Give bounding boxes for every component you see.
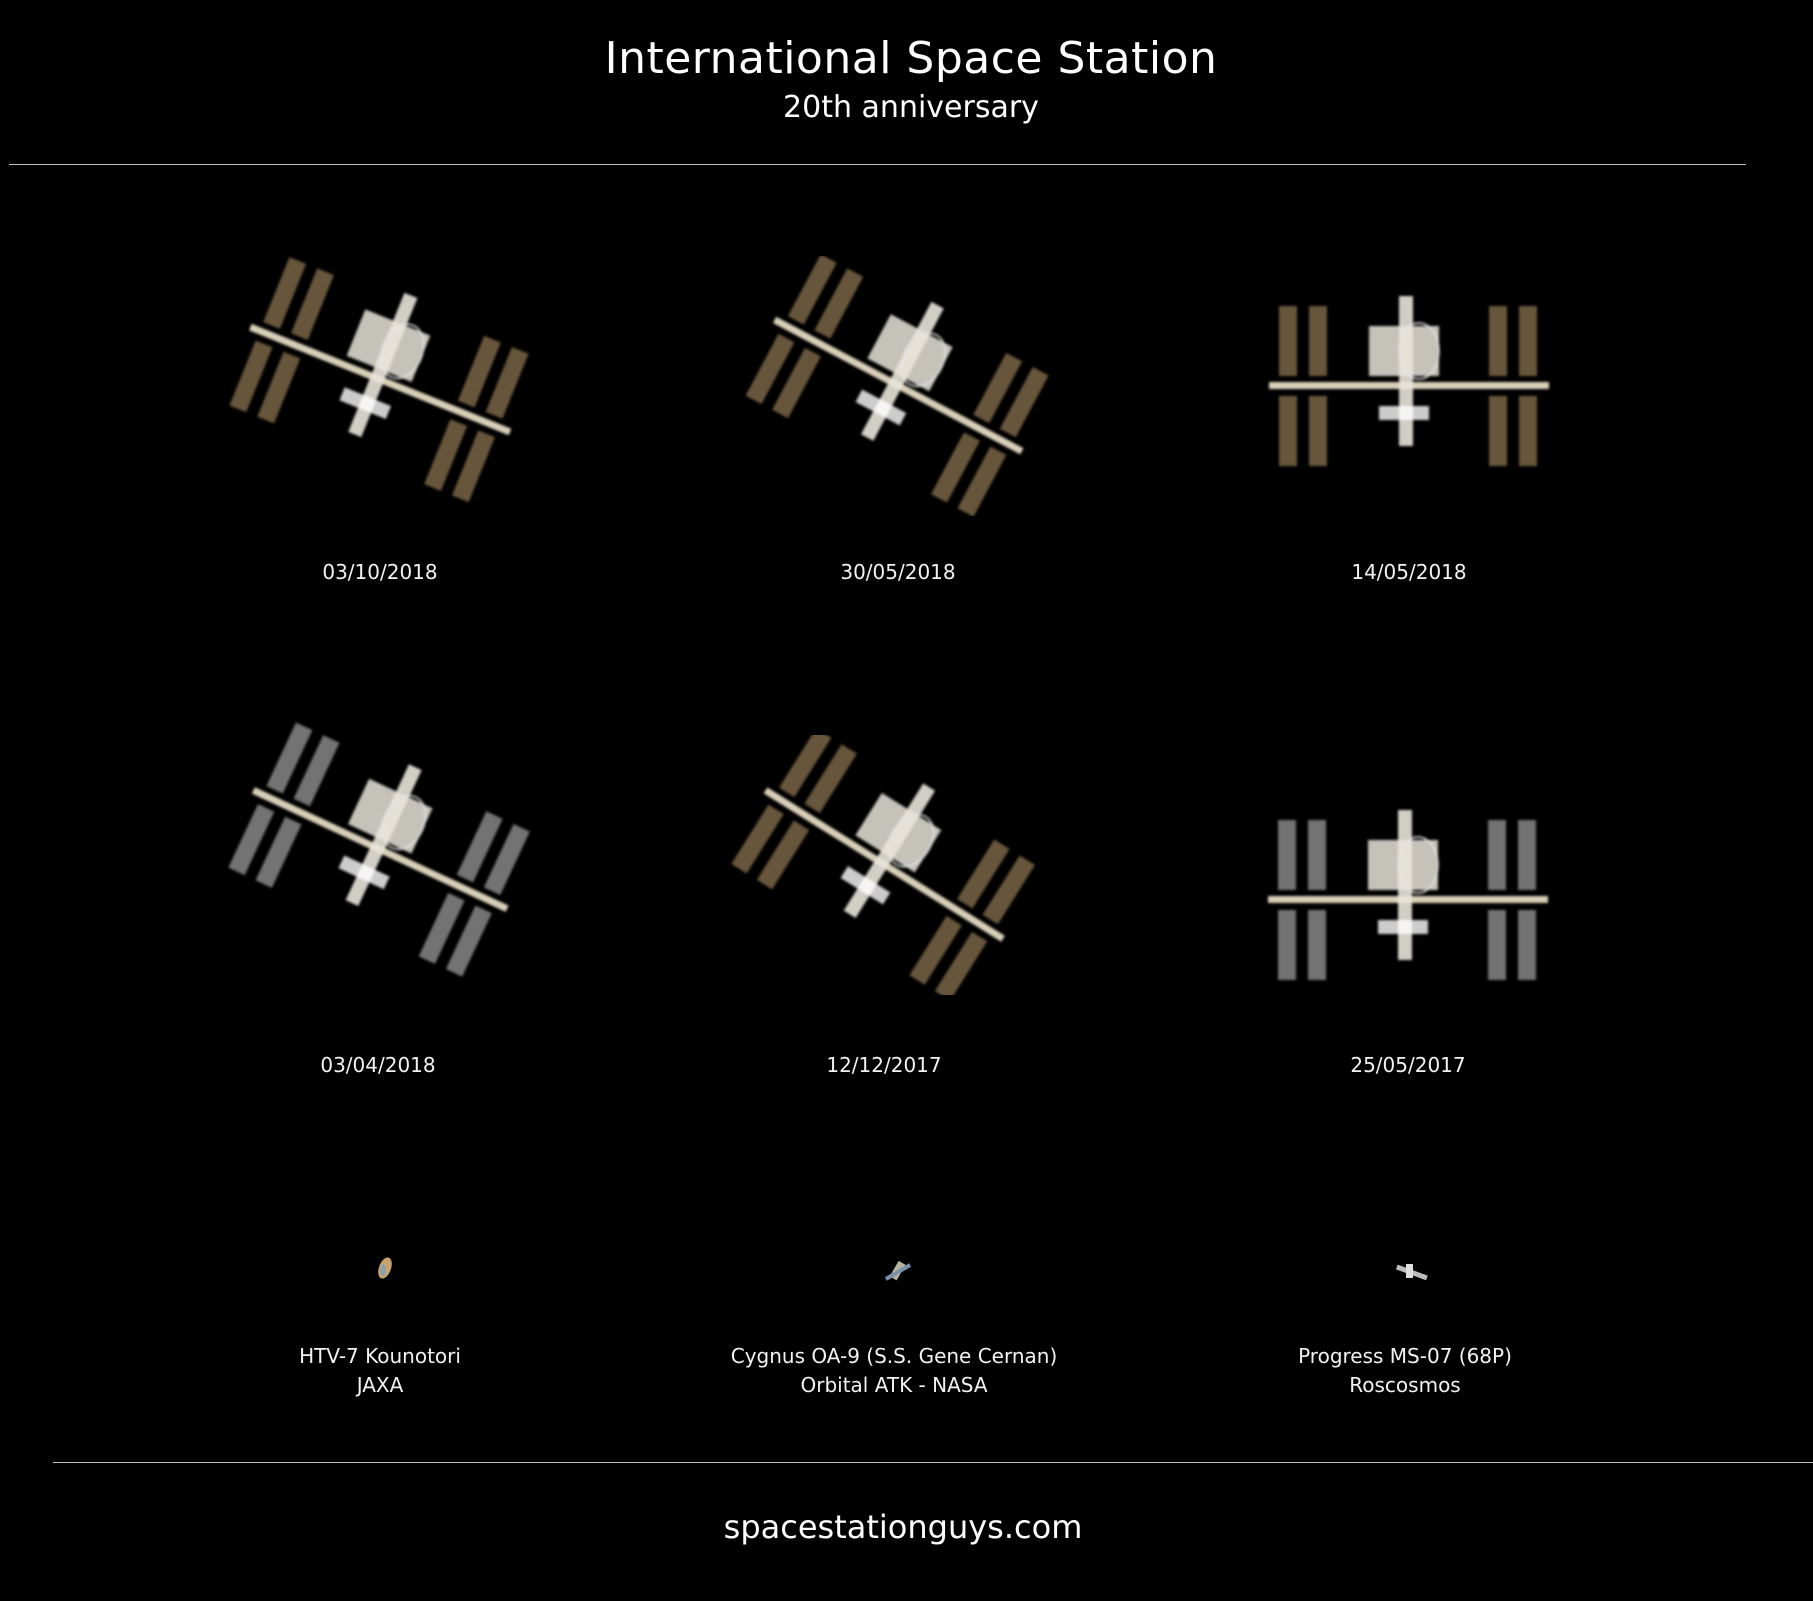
highlight-ellipse bbox=[900, 332, 947, 387]
spacecraft-agency-2: Orbital ATK - NASA bbox=[800, 1373, 988, 1397]
progress-photo bbox=[1395, 1264, 1428, 1281]
iss-photo-6 bbox=[1268, 810, 1548, 980]
iss-silhouette bbox=[745, 256, 1049, 516]
spacecraft-name-1: HTV-7 Kounotori bbox=[299, 1344, 461, 1368]
page-subtitle: 20th anniversary bbox=[783, 90, 1039, 125]
top-divider bbox=[9, 164, 1746, 165]
highlight-ellipse bbox=[887, 813, 935, 868]
photo-date-1: 03/10/2018 bbox=[322, 560, 438, 584]
bottom-divider bbox=[53, 1462, 1813, 1463]
page-title: International Space Station bbox=[604, 33, 1218, 84]
iss-photo-4 bbox=[228, 722, 530, 977]
photo-date-6: 25/05/2017 bbox=[1350, 1053, 1466, 1077]
highlight-ellipse bbox=[1397, 836, 1439, 894]
footer-website[interactable]: spacestationguys.com bbox=[723, 1508, 1083, 1546]
htv7-photo bbox=[378, 1257, 392, 1279]
highlight-ellipse bbox=[381, 795, 427, 851]
photo-date-5: 12/12/2017 bbox=[826, 1053, 942, 1077]
highlight-ellipse bbox=[380, 323, 425, 380]
iss-photo-3 bbox=[1269, 296, 1549, 466]
photo-date-4: 03/04/2018 bbox=[320, 1053, 436, 1077]
spacecraft-name-2: Cygnus OA-9 (S.S. Gene Cernan) bbox=[730, 1344, 1058, 1368]
spacecraft-name-3: Progress MS-07 (68P) bbox=[1298, 1344, 1512, 1368]
iss-silhouette bbox=[1268, 810, 1548, 980]
iss-silhouette bbox=[731, 735, 1035, 995]
highlight-ellipse bbox=[1398, 322, 1440, 380]
iss-photo-5 bbox=[731, 735, 1035, 995]
photo-date-2: 30/05/2018 bbox=[840, 560, 956, 584]
spacecraft-agency-3: Roscosmos bbox=[1349, 1373, 1461, 1397]
iss-photo-2 bbox=[745, 256, 1049, 516]
iss-photo-1 bbox=[229, 257, 529, 503]
iss-silhouette bbox=[228, 722, 530, 977]
photo-date-3: 14/05/2018 bbox=[1351, 560, 1467, 584]
iss-silhouette bbox=[229, 257, 529, 503]
spacecraft-agency-1: JAXA bbox=[356, 1373, 404, 1397]
cygnus-photo bbox=[884, 1260, 912, 1281]
iss-silhouette bbox=[1269, 296, 1549, 466]
